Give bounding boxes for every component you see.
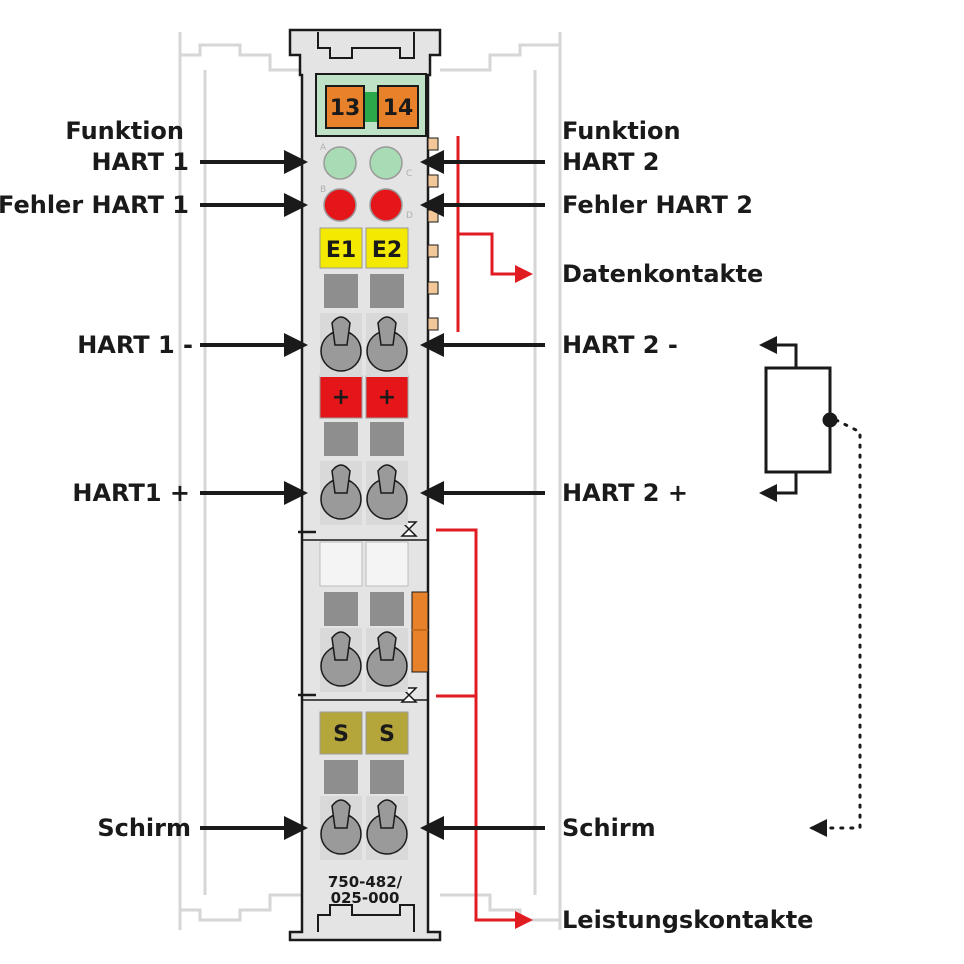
led-error-hart1: B: [320, 185, 357, 222]
label-funktion-hart2-line1: Funktion: [562, 117, 681, 145]
label-funktion-hart2-line2: HART 2: [562, 148, 660, 176]
terminal-clamp: [366, 796, 408, 860]
power-contacts-bracket: [436, 528, 533, 929]
label-hart2-minus: HART 2 -: [562, 331, 678, 359]
label-leistungskontakte: Leistungskontakte: [562, 906, 813, 934]
svg-text:C: C: [406, 169, 412, 179]
svg-text:S: S: [379, 722, 395, 747]
label-hart1-minus: HART 1 -: [77, 331, 193, 359]
slot-e2: E2: [365, 227, 409, 269]
svg-text:B: B: [320, 185, 326, 195]
svg-text:+: +: [378, 385, 396, 410]
terminal-clamps: [320, 313, 408, 860]
svg-text:S: S: [333, 722, 349, 747]
svg-text:14: 14: [383, 96, 414, 121]
terminal-clamp: [366, 461, 408, 525]
label-fehler-hart1: Fehler HART 1: [0, 191, 189, 219]
slot-e1: E1: [319, 227, 363, 269]
terminal-clamp: [366, 628, 408, 692]
terminal-clamp: [320, 628, 362, 692]
field-device-symbol: [759, 336, 862, 837]
connector-14: 14: [377, 85, 419, 129]
arrows-left: [200, 150, 308, 840]
svg-text:A: A: [320, 143, 327, 153]
module-housing: [288, 28, 442, 942]
slot-s-right: S: [365, 711, 409, 755]
model-line1: 750-482/: [328, 873, 403, 891]
slot-plus-right: +: [365, 375, 409, 419]
slot-s-left: S: [319, 711, 363, 755]
slot-plus-left: +: [319, 375, 363, 419]
svg-text:E2: E2: [372, 238, 402, 263]
release-slots: [324, 274, 404, 794]
data-contacts-bracket: [456, 136, 533, 332]
label-hart1-plus: HART1 +: [72, 479, 190, 507]
label-schirm-left: Schirm: [97, 814, 191, 842]
terminal-clamp: [366, 313, 408, 377]
terminal-clamp: [320, 313, 362, 377]
connector-13: 13: [325, 85, 365, 129]
model-line2: 025-000: [331, 889, 400, 907]
din-rail-outline: [178, 32, 562, 930]
label-funktion-hart1-line1: Funktion: [65, 117, 184, 145]
terminal-clamp: [320, 461, 362, 525]
label-hart2-plus: HART 2 +: [562, 479, 688, 507]
svg-text:E1: E1: [326, 238, 356, 263]
svg-text:D: D: [406, 211, 413, 221]
label-schirm-right: Schirm: [562, 814, 656, 842]
label-funktion-hart1-line2: HART 1: [92, 148, 190, 176]
led-function-hart2: C: [369, 146, 412, 180]
arrows-right: [420, 150, 545, 840]
led-error-hart2: D: [369, 188, 413, 222]
terminal-clamp: [320, 796, 362, 860]
svg-text:13: 13: [330, 96, 361, 121]
led-function-hart1: A: [320, 143, 357, 180]
blank-markers: [319, 541, 409, 587]
svg-text:+: +: [332, 385, 350, 410]
label-fehler-hart2: Fehler HART 2: [562, 191, 753, 219]
label-datenkontakte: Datenkontakte: [562, 260, 763, 288]
